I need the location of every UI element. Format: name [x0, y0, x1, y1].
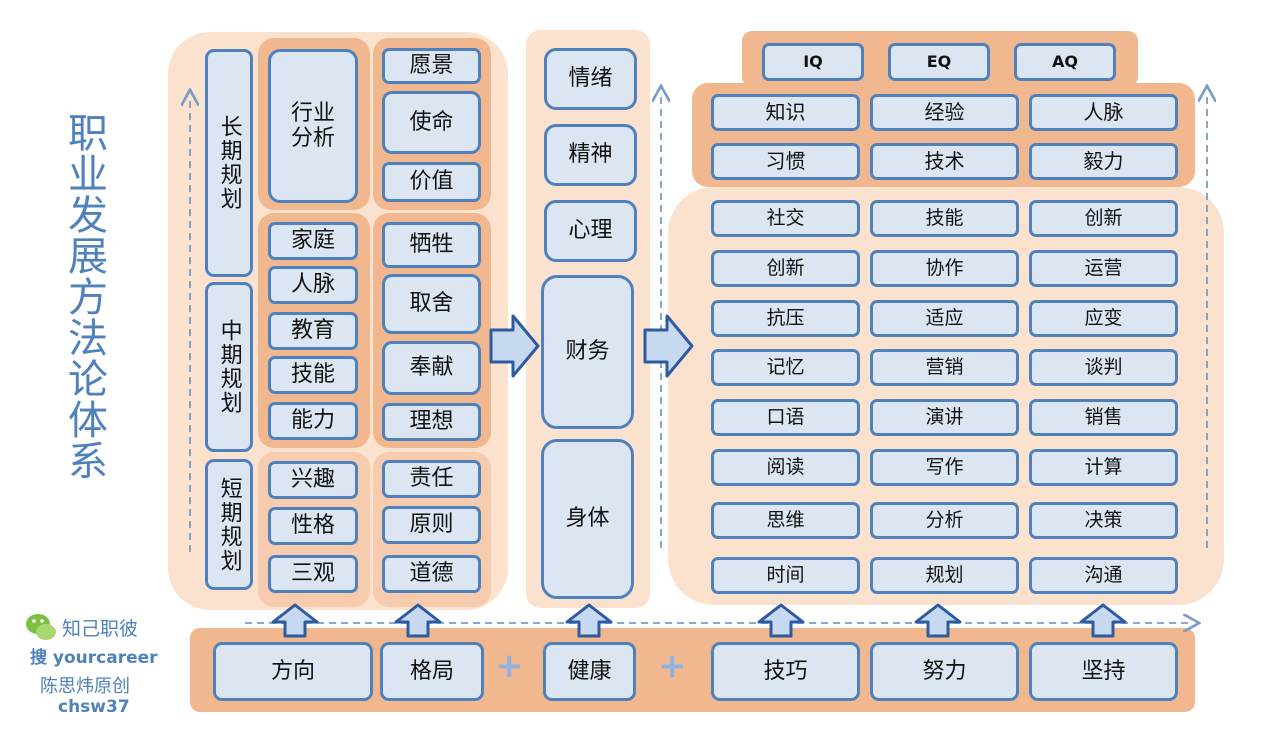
grid-r6-c2: 决策	[1029, 502, 1178, 539]
watermark-line2: 搜 yourcareer	[30, 648, 158, 668]
family: 家庭	[268, 222, 358, 260]
interest: 兴趣	[268, 461, 358, 499]
plus-sign-2: +	[658, 646, 687, 686]
principle: 原则	[382, 506, 481, 544]
aq-box: AQ	[1014, 43, 1116, 81]
plus-sign-1: +	[495, 646, 524, 686]
grid-r0-c0: 社交	[711, 200, 860, 237]
experience: 经验	[870, 94, 1019, 131]
grid-r3-c1: 营销	[870, 349, 1019, 386]
grid-r1-c1: 协作	[870, 250, 1019, 287]
grid-r7-c2: 沟通	[1029, 557, 1178, 594]
short-term-plan: 短期规划	[205, 459, 253, 590]
spirit: 精神	[544, 124, 637, 186]
finance: 财务	[541, 275, 634, 429]
grid-r0-c1: 技能	[870, 200, 1019, 237]
knowledge: 知识	[711, 94, 860, 131]
watermark-line1: 知己职彼	[62, 618, 139, 640]
wechat-icon	[26, 614, 56, 640]
watermark-line3: 陈思炜原创	[40, 676, 130, 697]
grid-r2-c2: 应变	[1029, 300, 1178, 337]
grid-r3-c2: 谈判	[1029, 349, 1178, 386]
eq-box: EQ	[888, 43, 990, 81]
grid-r6-c1: 分析	[870, 502, 1019, 539]
grid-r1-c2: 运营	[1029, 250, 1178, 287]
mid-term-plan: 中期规划	[205, 282, 253, 452]
grid-r2-c1: 适应	[870, 300, 1019, 337]
grid-r5-c0: 阅读	[711, 449, 860, 486]
technology: 技术	[870, 143, 1019, 180]
iq-box: IQ	[762, 43, 864, 81]
grid-r1-c0: 创新	[711, 250, 860, 287]
grid-r7-c0: 时间	[711, 557, 860, 594]
industry-analysis: 行业分析	[268, 49, 358, 203]
grid-r0-c2: 创新	[1029, 200, 1178, 237]
education: 教育	[268, 312, 358, 350]
skill: 技能	[268, 356, 358, 394]
world-views: 三观	[268, 555, 358, 593]
vision: 愿景	[382, 48, 481, 84]
body: 身体	[541, 439, 634, 599]
perseverance: 毅力	[1029, 143, 1178, 180]
dedication: 奉献	[382, 341, 481, 395]
effort: 努力	[870, 642, 1019, 701]
mission: 使命	[382, 91, 481, 154]
emotion: 情绪	[544, 48, 637, 110]
pattern: 格局	[380, 642, 484, 701]
grid-r5-c1: 写作	[870, 449, 1019, 486]
ideal: 理想	[382, 403, 481, 441]
grid-r2-c0: 抗压	[711, 300, 860, 337]
psychology: 心理	[544, 200, 637, 262]
health: 健康	[543, 642, 636, 701]
grid-r3-c0: 记忆	[711, 349, 860, 386]
morality: 道德	[382, 555, 481, 593]
grid-r4-c2: 销售	[1029, 399, 1178, 436]
network: 人脉	[268, 266, 358, 304]
persistence: 坚持	[1029, 642, 1178, 701]
personality: 性格	[268, 507, 358, 545]
choice: 取舍	[382, 274, 481, 334]
grid-r5-c2: 计算	[1029, 449, 1178, 486]
grid-r4-c0: 口语	[711, 399, 860, 436]
grid-r6-c0: 思维	[711, 502, 860, 539]
ability: 能力	[268, 402, 358, 440]
direction: 方向	[213, 642, 373, 701]
diagram-title: 职业发展方法论体系	[61, 112, 107, 481]
connections: 人脉	[1029, 94, 1178, 131]
responsibility: 责任	[382, 460, 481, 498]
grid-r7-c1: 规划	[870, 557, 1019, 594]
technique: 技巧	[711, 642, 860, 701]
habit: 习惯	[711, 143, 860, 180]
value: 价值	[382, 162, 481, 202]
sacrifice: 牺牲	[382, 222, 481, 268]
long-term-plan: 长期规划	[205, 49, 253, 277]
grid-r4-c1: 演讲	[870, 399, 1019, 436]
watermark-line4: chsw37	[58, 697, 130, 717]
